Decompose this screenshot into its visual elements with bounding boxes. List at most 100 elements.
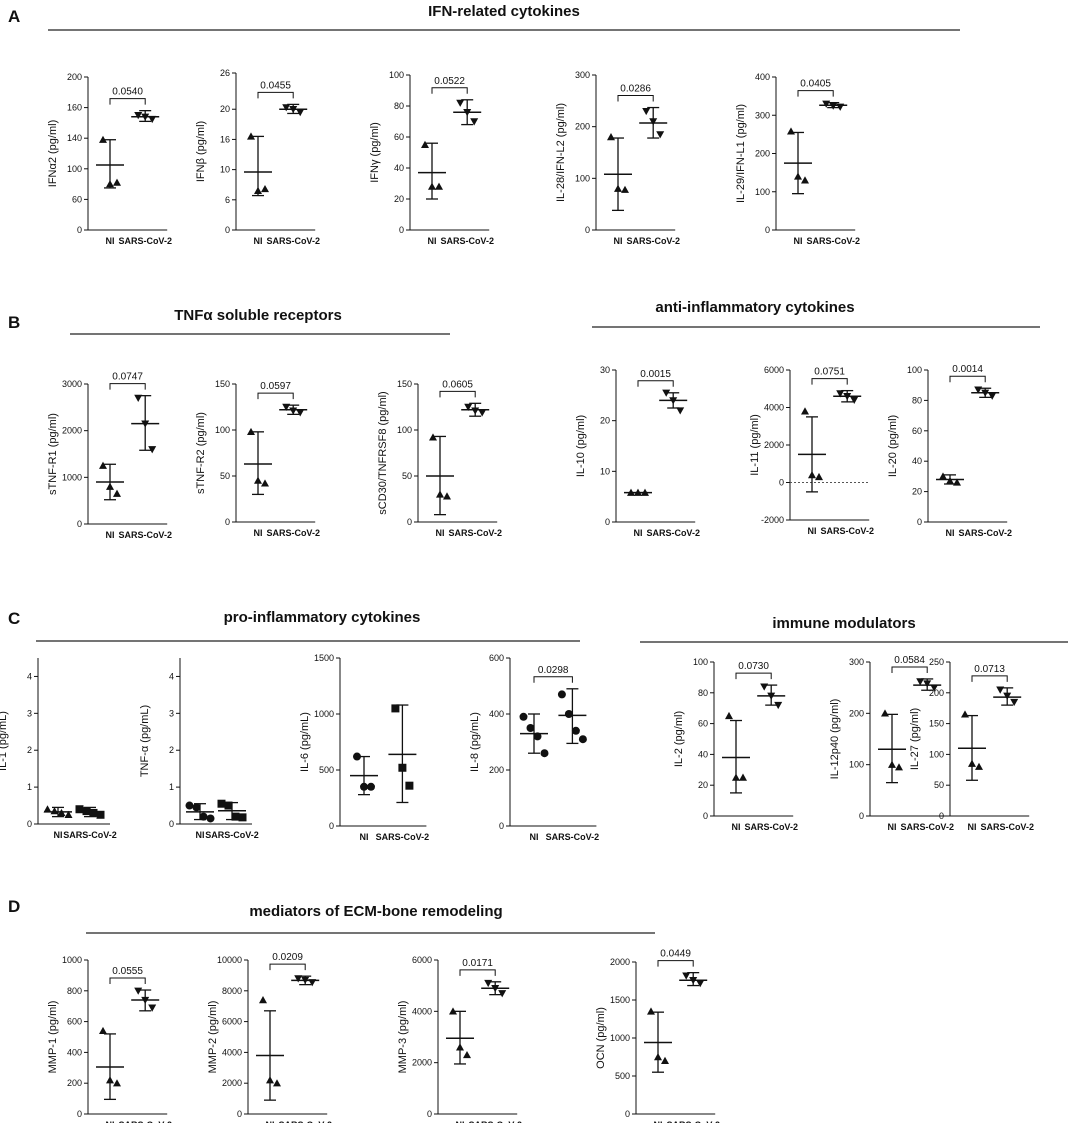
y-tick-label: 100 — [849, 760, 864, 770]
data-point — [148, 446, 157, 454]
category-label: SARS-CoV-2 — [118, 530, 172, 540]
data-point — [641, 488, 649, 496]
y-tick-label: 60 — [394, 132, 404, 142]
pvalue-bracket — [891, 666, 928, 673]
y-axis-label: IL-27 (pg/ml) — [909, 708, 921, 770]
data-point — [564, 710, 573, 718]
y-tick-label: 250 — [929, 657, 944, 667]
y-tick-label: 400 — [755, 72, 770, 82]
data-point — [217, 799, 226, 808]
y-tick-label: 6000 — [412, 955, 432, 965]
data-point — [99, 461, 107, 469]
pvalue-bracket — [811, 378, 848, 385]
y-tick-label: 2 — [27, 745, 32, 755]
data-point — [436, 490, 444, 498]
y-tick-label: 3 — [27, 708, 32, 718]
pvalue-label: 0.0597 — [260, 381, 291, 392]
y-tick-label: 1 — [169, 782, 174, 792]
category-label: SARS-CoV-2 — [958, 528, 1012, 538]
data-point — [308, 979, 317, 987]
data-point — [634, 488, 642, 496]
data-point — [888, 760, 896, 768]
pvalue-bracket — [657, 960, 694, 967]
y-tick-label: 4000 — [412, 1006, 432, 1016]
y-tick-label: 0 — [859, 811, 864, 821]
group-title-ecm-bone: mediators of ECM-bone remodeling — [249, 903, 502, 920]
data-point — [895, 763, 903, 771]
pvalue-bracket — [637, 380, 674, 387]
category-label: SARS-CoV-2 — [278, 1120, 332, 1123]
category-label: NI — [456, 1120, 465, 1123]
data-point — [961, 710, 969, 718]
category-label: SARS-CoV-2 — [448, 528, 502, 538]
category-label: NI — [968, 822, 977, 832]
pvalue-bracket — [109, 383, 146, 390]
y-tick-label: 8000 — [222, 986, 242, 996]
y-tick-label: 40 — [698, 749, 708, 759]
pvalue-label: 0.0540 — [112, 87, 143, 98]
y-tick-label: 80 — [394, 101, 404, 111]
y-tick-label: 0 — [779, 478, 784, 488]
data-point — [767, 692, 776, 700]
pvalue-label: 0.0449 — [660, 949, 691, 960]
y-axis-label: sTNF-R2 (pg/ml) — [195, 412, 207, 494]
category-label: NI — [428, 236, 437, 246]
y-tick-label: 0 — [917, 517, 922, 527]
category-label: SARS-CoV-2 — [266, 236, 320, 246]
category-label: NI — [888, 822, 897, 832]
category-label: NI — [106, 530, 115, 540]
y-axis-label: sCD30/TNFRSF8 (pg/ml) — [377, 391, 389, 514]
y-axis-label: IFNγ (pg/ml) — [369, 122, 381, 183]
data-point — [273, 1079, 281, 1087]
panel-letter-d: D — [8, 897, 20, 916]
y-axis-label: IFNβ (pg/ml) — [195, 121, 207, 182]
category-label: SARS-CoV-2 — [376, 832, 430, 842]
y-axis-label: IL-1 (pg/mL) — [0, 711, 9, 771]
category-label: SARS-CoV-2 — [440, 236, 494, 246]
data-point — [478, 409, 487, 417]
category-label: NI — [530, 832, 539, 842]
y-tick-label: 2000 — [412, 1058, 432, 1068]
data-point — [456, 99, 465, 107]
data-point — [471, 407, 480, 415]
y-tick-label: 400 — [67, 1047, 82, 1057]
pvalue-bracket — [431, 87, 468, 94]
data-point — [185, 801, 194, 810]
pvalue-label: 0.0522 — [434, 76, 465, 87]
y-tick-label: 1500 — [610, 995, 630, 1005]
pvalue-bracket — [797, 90, 834, 97]
y-tick-label: 300 — [575, 70, 590, 80]
y-tick-label: 0 — [237, 1109, 242, 1119]
data-point — [774, 701, 783, 710]
data-point — [946, 476, 954, 485]
data-point — [247, 427, 255, 436]
y-tick-label: 100 — [929, 749, 944, 759]
data-point — [787, 127, 795, 135]
pvalue-bracket — [971, 675, 1008, 682]
y-tick-label: 80 — [698, 688, 708, 698]
data-point — [801, 176, 809, 184]
y-tick-label: 160 — [67, 103, 82, 113]
data-point — [82, 807, 91, 816]
data-point — [261, 184, 269, 193]
data-point — [289, 106, 298, 114]
category-label: SARS-CoV-2 — [468, 1120, 522, 1123]
y-tick-label: 0 — [169, 819, 174, 829]
y-tick-label: 1500 — [314, 653, 334, 663]
category-label: SARS-CoV-2 — [118, 236, 172, 246]
data-point — [148, 115, 157, 124]
pvalue-bracket — [735, 672, 772, 680]
y-tick-label: 300 — [755, 110, 770, 120]
data-point — [141, 420, 150, 428]
y-tick-label: 0 — [27, 819, 32, 829]
data-point — [254, 476, 262, 484]
data-point — [850, 396, 859, 404]
y-tick-label: 0 — [399, 225, 404, 235]
y-tick-label: 600 — [67, 1017, 82, 1027]
data-point — [50, 807, 59, 815]
data-point — [491, 985, 500, 993]
pvalue-label: 0.0455 — [260, 80, 291, 91]
data-point — [642, 107, 651, 116]
